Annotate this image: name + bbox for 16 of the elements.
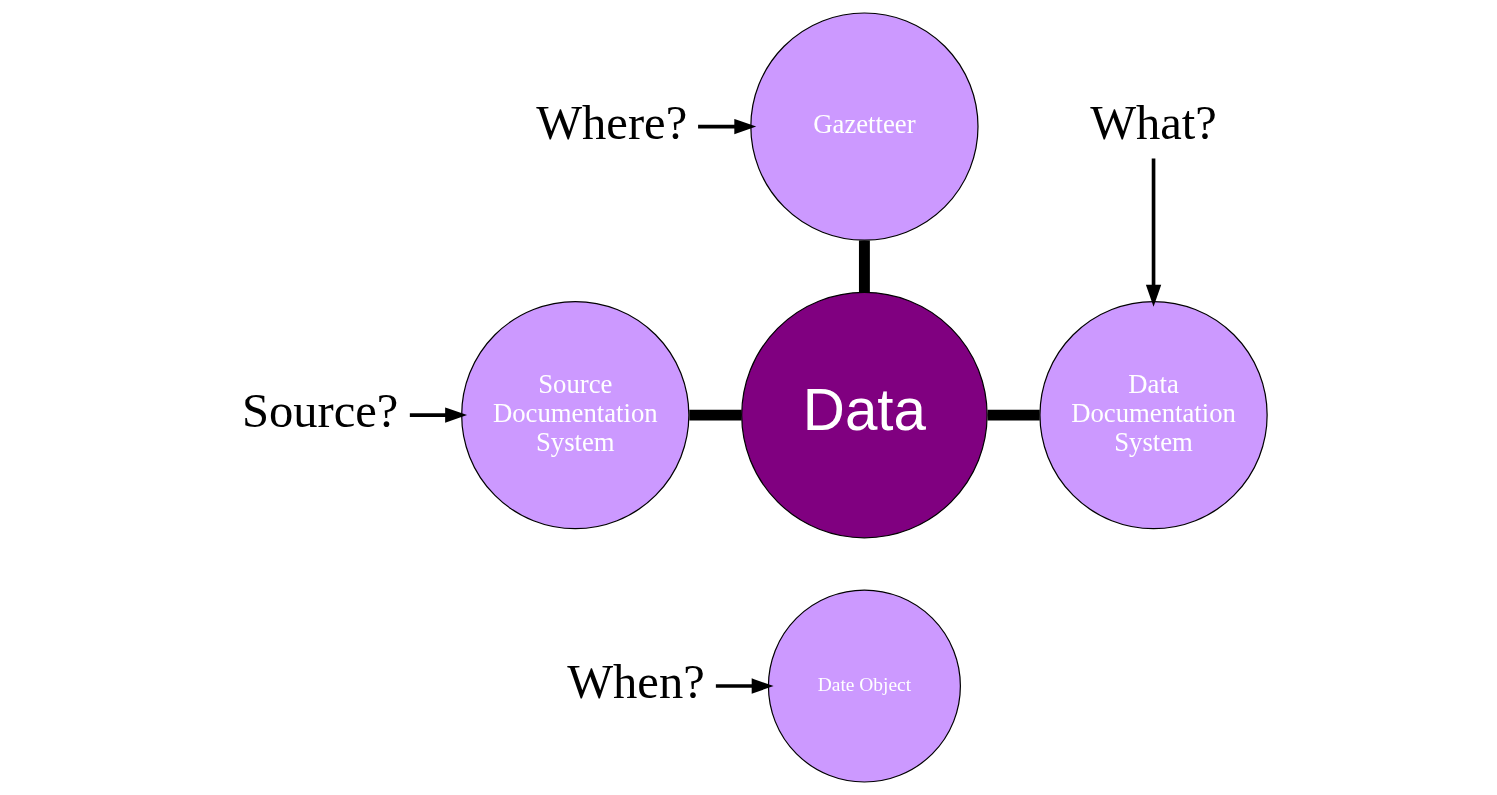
arrow [409,407,467,423]
node-circle: Source Documentation System [460,300,689,530]
node-text: Where? [535,95,687,150]
node-text: When? [566,655,705,710]
node-circle: Gazetteer [749,12,979,241]
node-circle: Data Documentation System [1038,300,1268,530]
node-text: What? [1089,95,1217,150]
arrow [697,118,756,135]
node-circle: Data [740,291,988,539]
connector [688,409,742,421]
node-circle: Date Object [767,589,961,783]
arrow [1145,158,1161,307]
arrow [715,678,774,694]
node-text: Source? [241,384,398,439]
connector [987,409,1040,421]
connector [858,240,870,293]
